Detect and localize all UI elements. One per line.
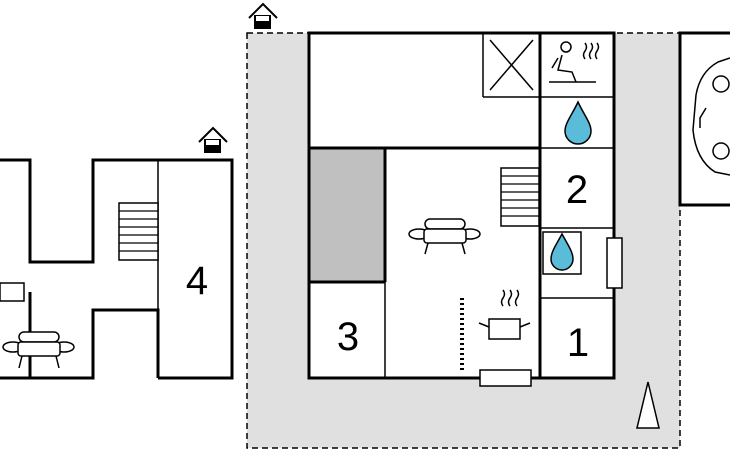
- interior-lines: [384, 33, 614, 378]
- main-house-walls: [307, 31, 616, 380]
- window: [606, 237, 623, 289]
- sofa-icon: [408, 218, 481, 255]
- sauna-icon: [549, 41, 600, 83]
- room-4-number: 4: [186, 259, 208, 303]
- entrance-icon: [248, 2, 278, 29]
- water-drop-icon: [550, 232, 574, 271]
- water-drop-icon: [564, 100, 592, 145]
- sofa-icon: [2, 331, 75, 369]
- room-2-number: 2: [566, 168, 588, 212]
- window: [0, 282, 25, 302]
- cooking-pot-icon: [478, 289, 531, 340]
- no-access-icon: [489, 39, 534, 91]
- stairs-icon: [118, 202, 159, 261]
- car-icon: [692, 57, 730, 176]
- room-1-number: 1: [567, 321, 589, 365]
- room-3-number: 3: [337, 315, 359, 359]
- north-arrow-icon: [636, 381, 660, 429]
- entrance-icon: [198, 126, 228, 153]
- storage-room: [309, 148, 385, 282]
- stairs-icon: [500, 167, 540, 227]
- window: [479, 369, 532, 387]
